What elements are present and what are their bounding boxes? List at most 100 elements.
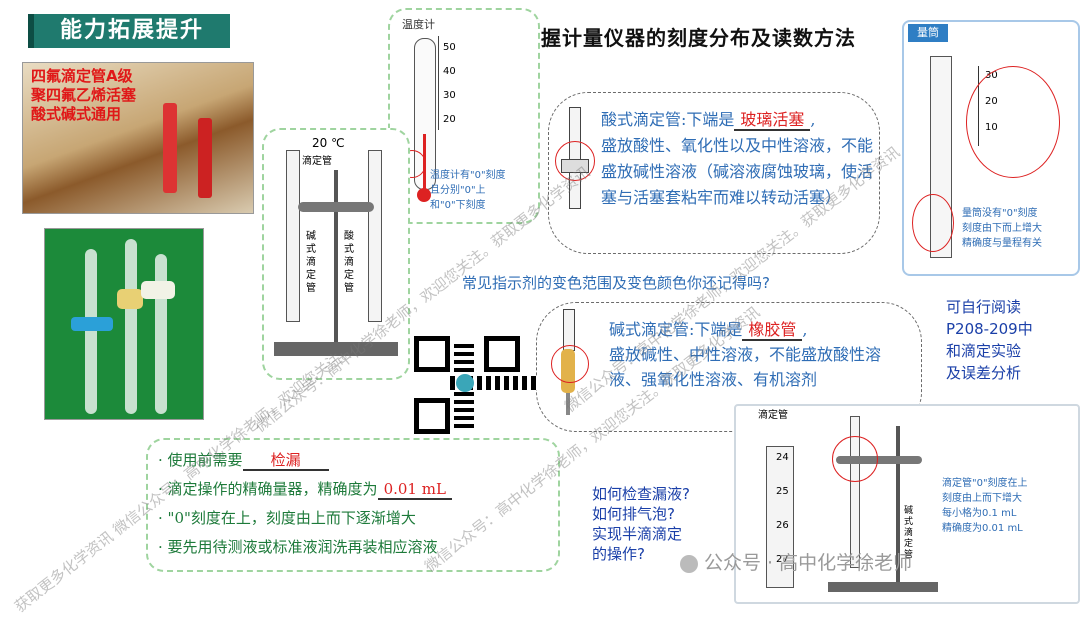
page-title: 掌握计量仪器的刻度分布及读数方法 <box>520 26 856 50</box>
note-line: 和"0"下刻度 <box>430 200 486 211</box>
usage-text: 使用前需要 <box>167 451 243 469</box>
acid-burette-callout: 酸式滴定管:下端是玻璃活塞, 盛放酸性、氧化性以及中性溶液，不能盛放碱性溶液（碱… <box>548 92 880 254</box>
base-line-lead: 碱式滴定管:下端是 <box>609 320 743 339</box>
base-fill-answer: 橡胶管 <box>742 320 803 341</box>
question-line: 实现半滴滴定 <box>592 525 683 543</box>
question-line: 如何排气泡? <box>592 505 675 523</box>
burette-photo: 四氟滴定管A级 聚四氟乙烯活塞 酸式碱式通用 <box>22 62 254 214</box>
usage-text: 滴定操作的精确量器，精确度为 <box>167 480 378 498</box>
bottom-zoom-circle <box>966 66 1060 178</box>
scale-label: 24 <box>776 452 789 463</box>
thermometer-note: 温度计有"0"刻度 且分别"0"上 和"0"下刻度 <box>430 168 534 213</box>
rubber-tube-icon <box>551 309 589 417</box>
stopcock-image <box>163 103 177 193</box>
note-line: 精确度与量程有关 <box>962 238 1042 249</box>
scale-label: 50 <box>443 42 456 53</box>
burette-tube <box>286 150 300 322</box>
usage-text: "0"刻度在上，刻度由上而下逐渐增大 <box>167 509 416 527</box>
scale-label: 25 <box>776 486 789 497</box>
burette-zoom-scale: 24 25 26 27 <box>746 446 789 586</box>
burette-stand-tube <box>850 416 860 568</box>
temperature-label: 20 ℃ <box>312 136 345 150</box>
graduated-cylinder-card: 量筒 30 20 10 量筒没有"0"刻度 刻度由下而上增大 精确度与量程有关 <box>902 20 1080 276</box>
note-line: 刻度由上而下增大 <box>942 493 1022 504</box>
titration-stand-card: 20 ℃ 滴定管 碱式滴定管 酸式滴定管 <box>262 128 410 380</box>
usage-item: · 使用前需要检漏 <box>158 446 552 475</box>
burette-clamp <box>298 202 374 212</box>
base-line-tail: , <box>802 320 808 339</box>
scale-label: 27 <box>776 554 789 565</box>
burette-detail-card: 滴定管 24 25 26 27 碱式滴定管 滴定管"0"刻度在上 刻度由上而下增… <box>734 404 1080 604</box>
reading-line: 和滴定实验 <box>946 342 1022 360</box>
scale-label: 30 <box>443 90 456 101</box>
burette-clamp <box>836 456 922 464</box>
note-line: 精确度为0.01 mL <box>942 523 1023 534</box>
photo-caption-line-1: 四氟滴定管A级 <box>31 67 133 85</box>
burette-detail-label: 滴定管 <box>758 410 788 421</box>
stopcock-icon <box>555 107 595 217</box>
stand-base <box>828 582 938 592</box>
reading-line: 及误差分析 <box>946 364 1022 382</box>
stand-rod <box>334 170 338 345</box>
base-burette-body: 盛放碱性、中性溶液，不能盛放酸性溶液、强氧化性溶液、有机溶剂 <box>609 345 882 389</box>
thermometer-bulb <box>417 188 431 202</box>
wechat-icon <box>680 554 698 573</box>
note-line: 量筒没有"0"刻度 <box>962 208 1038 219</box>
stand-base <box>274 342 398 356</box>
acid-burette-text: 酸式滴定管:下端是玻璃活塞, 盛放酸性、氧化性以及中性溶液，不能盛放碱性溶液（碱… <box>601 107 873 211</box>
burette-tube <box>368 150 382 322</box>
usage-fill-answer: 0.01 mL <box>377 480 452 500</box>
reading-hint: 可自行阅读 P208-209中 和滴定实验 及误差分析 <box>946 296 1033 384</box>
burette-tips-photo <box>44 228 204 420</box>
indicator-question: 常见指示剂的变色范围及变色颜色你还记得吗? <box>462 274 770 292</box>
acid-line-tail: , <box>810 110 816 129</box>
note-line: 且分别"0"上 <box>430 185 486 196</box>
acid-burette-body: 盛放酸性、氧化性以及中性溶液，不能盛放碱性溶液（碱溶液腐蚀玻璃，使活塞与活塞套粘… <box>601 136 874 207</box>
footer-brand-text: 公众号 · 高中化学徐老师 <box>704 552 913 574</box>
acid-fill-answer: 玻璃活塞 <box>734 110 811 131</box>
usage-text: 要先用待测液或标准液润洗再装相应溶液 <box>167 538 438 556</box>
operation-questions: 如何检查漏液? 如何排气泡? 实现半滴滴定 的操作? <box>592 484 690 564</box>
base-burette-label: 碱式滴定管 <box>306 231 316 294</box>
stopcock-image <box>198 118 212 198</box>
scale-label: 40 <box>443 66 456 77</box>
burette-zoom-tube <box>766 446 794 588</box>
section-badge: 能力拓展提升 <box>28 14 230 48</box>
note-line: 每小格为0.1 mL <box>942 508 1017 519</box>
acid-burette-label: 酸式滴定管 <box>344 231 354 294</box>
usage-item: · "0"刻度在上，刻度由上而下逐渐增大 <box>158 509 416 527</box>
note-line: 滴定管"0"刻度在上 <box>942 478 1028 489</box>
question-line: 的操作? <box>592 545 645 563</box>
cylinder-note: 量筒没有"0"刻度 刻度由下而上增大 精确度与量程有关 <box>962 206 1074 251</box>
stand-rod <box>896 426 900 586</box>
thermometer-card: 温度计 50 40 30 20 温度计有"0"刻度 且分别"0"上 和"0"下刻… <box>388 8 540 224</box>
photo-caption-line-2: 聚四氟乙烯活塞 <box>31 86 137 104</box>
note-line: 刻度由下而上增大 <box>962 223 1042 234</box>
reading-line: P208-209中 <box>946 320 1033 338</box>
usage-fill-answer: 检漏 <box>242 451 329 471</box>
usage-item: · 要先用待测液或标准液润洗再装相应溶液 <box>158 538 438 556</box>
zero-mark-circle <box>832 436 878 482</box>
photo-caption: 四氟滴定管A级 聚四氟乙烯活塞 酸式碱式通用 <box>31 67 136 124</box>
note-line: 温度计有"0"刻度 <box>430 170 506 181</box>
footer-brand: 公众号 · 高中化学徐老师 <box>680 548 912 575</box>
acid-line-lead: 酸式滴定管:下端是 <box>601 110 735 129</box>
burette-detail-note: 滴定管"0"刻度在上 刻度由上而下增大 每小格为0.1 mL 精确度为0.01 … <box>942 476 1076 536</box>
qr-code[interactable] <box>410 332 538 436</box>
scale-label: 20 <box>443 114 456 125</box>
thermometer-label: 温度计 <box>402 18 435 31</box>
scale-label: 26 <box>776 520 789 531</box>
photo-caption-line-3: 酸式碱式通用 <box>31 105 122 123</box>
qr-logo <box>456 374 474 392</box>
base-burette-text: 碱式滴定管:下端是橡胶管, 盛放碱性、中性溶液，不能盛放酸性溶液、强氧化性溶液、… <box>609 317 911 392</box>
cylinder-label: 量筒 <box>908 24 948 42</box>
question-line: 如何检查漏液? <box>592 485 690 503</box>
reading-line: 可自行阅读 <box>946 298 1022 316</box>
thermometer-scale: 50 40 30 20 <box>438 36 481 130</box>
base-circle <box>912 194 954 252</box>
burette-label: 滴定管 <box>302 156 332 167</box>
stand-label: 碱式滴定管 <box>904 506 914 560</box>
